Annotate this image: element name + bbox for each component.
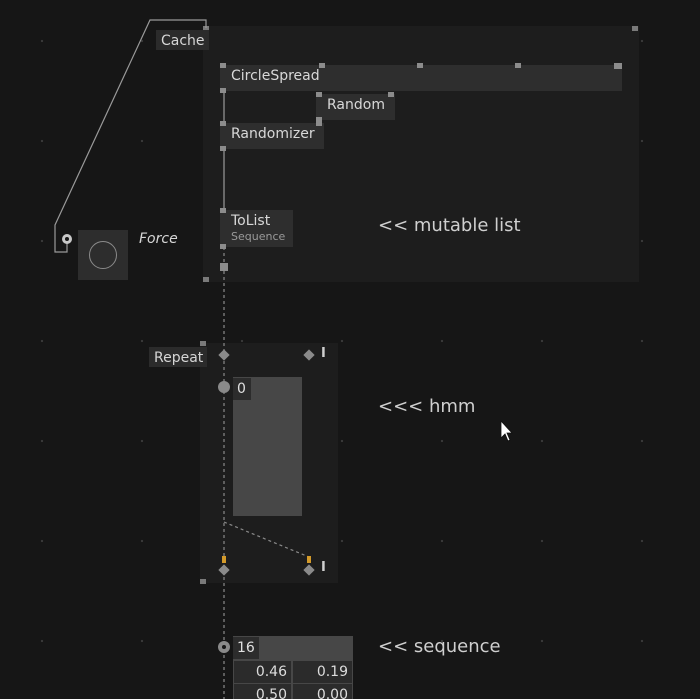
cache-node-label[interactable]: Cache	[156, 30, 209, 50]
hmm-comment: <<< hmm	[378, 396, 476, 417]
circlespread-input-pin-4[interactable]	[515, 63, 521, 68]
force-circle-icon	[89, 241, 117, 269]
tolist-node[interactable]: ToList Sequence	[220, 210, 293, 247]
randomizer-node[interactable]: Randomizer	[220, 123, 324, 149]
index-input-pin[interactable]	[218, 381, 230, 393]
repeat-inner-pin-right[interactable]	[307, 556, 311, 563]
sequence-cell-r2-c2[interactable]: 0.00	[293, 684, 352, 699]
cache-region-corner-bl[interactable]	[203, 277, 209, 282]
circlespread-label: CircleSpread	[231, 68, 320, 84]
circlespread-output-pin[interactable]	[220, 88, 226, 93]
repeat-iteration-input-marker: I	[321, 346, 326, 361]
tolist-label: ToList	[231, 213, 271, 229]
sequence-count[interactable]: 16	[233, 637, 259, 659]
random-node[interactable]: Random	[316, 94, 395, 120]
random-input-pin-1[interactable]	[316, 92, 322, 97]
sequence-input-pin[interactable]	[218, 641, 230, 653]
random-output-pin[interactable]	[316, 117, 322, 122]
random-label: Random	[327, 97, 385, 113]
circlespread-input-pin-1[interactable]	[220, 63, 226, 68]
circlespread-input-pin-3[interactable]	[417, 63, 423, 68]
force-label: Force	[139, 231, 178, 247]
index-iobox-panel[interactable]	[233, 377, 302, 516]
repeat-region-corner-tl[interactable]	[200, 341, 206, 346]
randomizer-input-pin-2[interactable]	[316, 121, 322, 126]
circlespread-input-pin-2[interactable]	[319, 63, 325, 68]
randomizer-label: Randomizer	[231, 126, 315, 142]
circlespread-input-pin-5[interactable]	[614, 63, 622, 69]
force-input-pin[interactable]	[62, 234, 72, 244]
mutable-list-comment: << mutable list	[378, 215, 521, 236]
sequence-cell-r1-c1[interactable]: 0.46	[234, 661, 291, 683]
cache-output-pin[interactable]	[220, 263, 228, 271]
tolist-output-pin[interactable]	[220, 244, 226, 249]
tolist-sublabel: Sequence	[231, 230, 286, 243]
cache-region-corner-tl[interactable]	[203, 26, 209, 31]
circlespread-node[interactable]: CircleSpread	[220, 65, 622, 91]
cache-region-corner-tr[interactable]	[632, 26, 638, 31]
index-iobox-value[interactable]: 0	[233, 378, 251, 400]
randomizer-input-pin-1[interactable]	[220, 121, 226, 126]
repeat-inner-pin-left[interactable]	[222, 556, 226, 563]
sequence-comment: << sequence	[378, 636, 501, 657]
sequence-cell-r2-c1[interactable]: 0.50	[234, 684, 291, 699]
randomizer-output-pin[interactable]	[220, 146, 226, 151]
repeat-iteration-output-marker: I	[321, 560, 326, 575]
repeat-node-label[interactable]: Repeat	[149, 347, 208, 367]
random-input-pin-2[interactable]	[388, 92, 394, 97]
force-button[interactable]	[78, 230, 128, 280]
repeat-region-corner-bl[interactable]	[200, 579, 206, 584]
tolist-input-pin[interactable]	[220, 208, 226, 213]
sequence-cell-r1-c2[interactable]: 0.19	[293, 661, 352, 683]
